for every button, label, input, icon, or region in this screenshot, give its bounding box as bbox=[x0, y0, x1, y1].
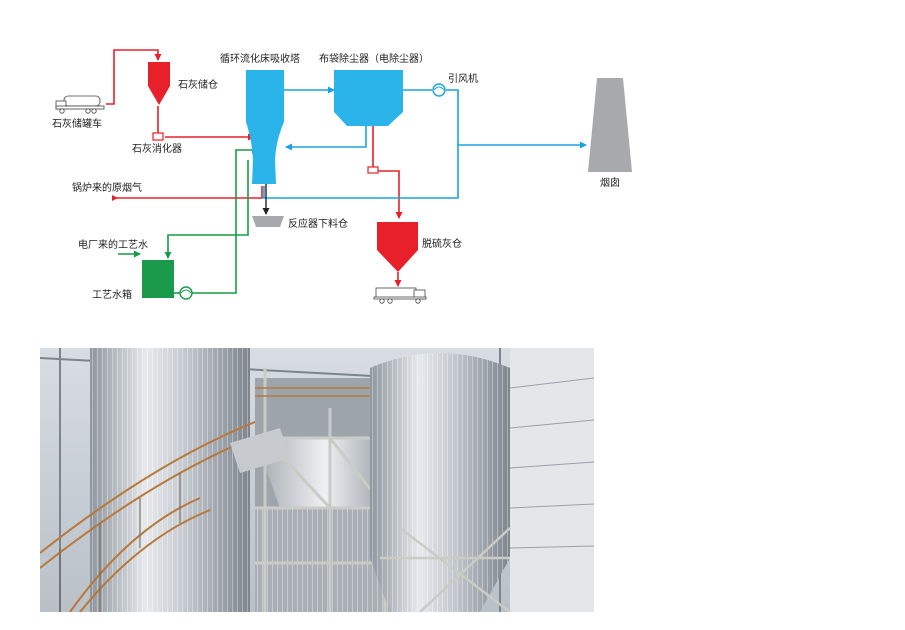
pump-to-absorber-line bbox=[192, 146, 259, 294]
label-fan: 引风机 bbox=[448, 72, 478, 85]
label-lime-truck: 石灰储罐车 bbox=[52, 117, 102, 130]
cfb-absorber bbox=[246, 70, 284, 215]
label-desulf-ash-silo: 脱硫灰仓 bbox=[422, 237, 462, 250]
photo-left-tower bbox=[90, 348, 250, 612]
label-boiler-flue-gas: 锅炉来的原烟气 bbox=[72, 181, 142, 194]
recirculation-line bbox=[262, 145, 459, 199]
raw-flue-gas-start-arrow bbox=[112, 195, 118, 201]
label-reactor-discharge: 反应器下料仓 bbox=[288, 217, 348, 230]
process-water-lines bbox=[118, 146, 259, 294]
flue-gas-lines bbox=[262, 86, 587, 199]
filter-ash-valve bbox=[367, 166, 379, 174]
label-lime-silo: 石灰储仓 bbox=[178, 78, 218, 91]
fan-icon bbox=[432, 83, 446, 97]
label-bag-filter: 布袋除尘器（电除尘器） bbox=[319, 52, 429, 65]
truck-to-silo-line bbox=[106, 49, 162, 105]
label-lime-slaker: 石灰消化器 bbox=[132, 142, 182, 155]
process-water-tank bbox=[142, 260, 174, 298]
label-cfb-absorber: 循环流化床吸收塔 bbox=[220, 52, 300, 65]
ash-truck-icon bbox=[373, 287, 427, 304]
lime-truck-icon bbox=[55, 95, 105, 114]
fan-to-chimney-line bbox=[446, 89, 587, 149]
lime-slaker bbox=[152, 132, 164, 141]
lime-feed-lines bbox=[106, 49, 403, 287]
label-plant-process-water: 电厂来的工艺水 bbox=[78, 238, 148, 251]
reactor-discharge-bin bbox=[252, 216, 284, 227]
filter-return-line bbox=[285, 126, 367, 151]
label-process-water-tank: 工艺水箱 bbox=[92, 288, 132, 301]
plant-photo bbox=[40, 348, 594, 612]
chimney bbox=[588, 78, 632, 172]
ash-to-silo-line bbox=[377, 170, 403, 219]
process-flow-diagram: 循环流化床吸收塔 布袋除尘器（电除尘器） 石灰储仓 石灰储罐车 石灰消化器 引风… bbox=[52, 49, 632, 304]
pump-icon bbox=[179, 286, 193, 300]
lime-silo bbox=[148, 62, 170, 141]
label-chimney: 烟囱 bbox=[600, 176, 620, 189]
photo-right-tower bbox=[370, 353, 511, 612]
desulf-ash-silo bbox=[377, 222, 418, 272]
water-to-tank-line bbox=[164, 160, 249, 259]
photo-duct bbox=[230, 428, 290, 473]
bag-filter bbox=[334, 70, 403, 174]
